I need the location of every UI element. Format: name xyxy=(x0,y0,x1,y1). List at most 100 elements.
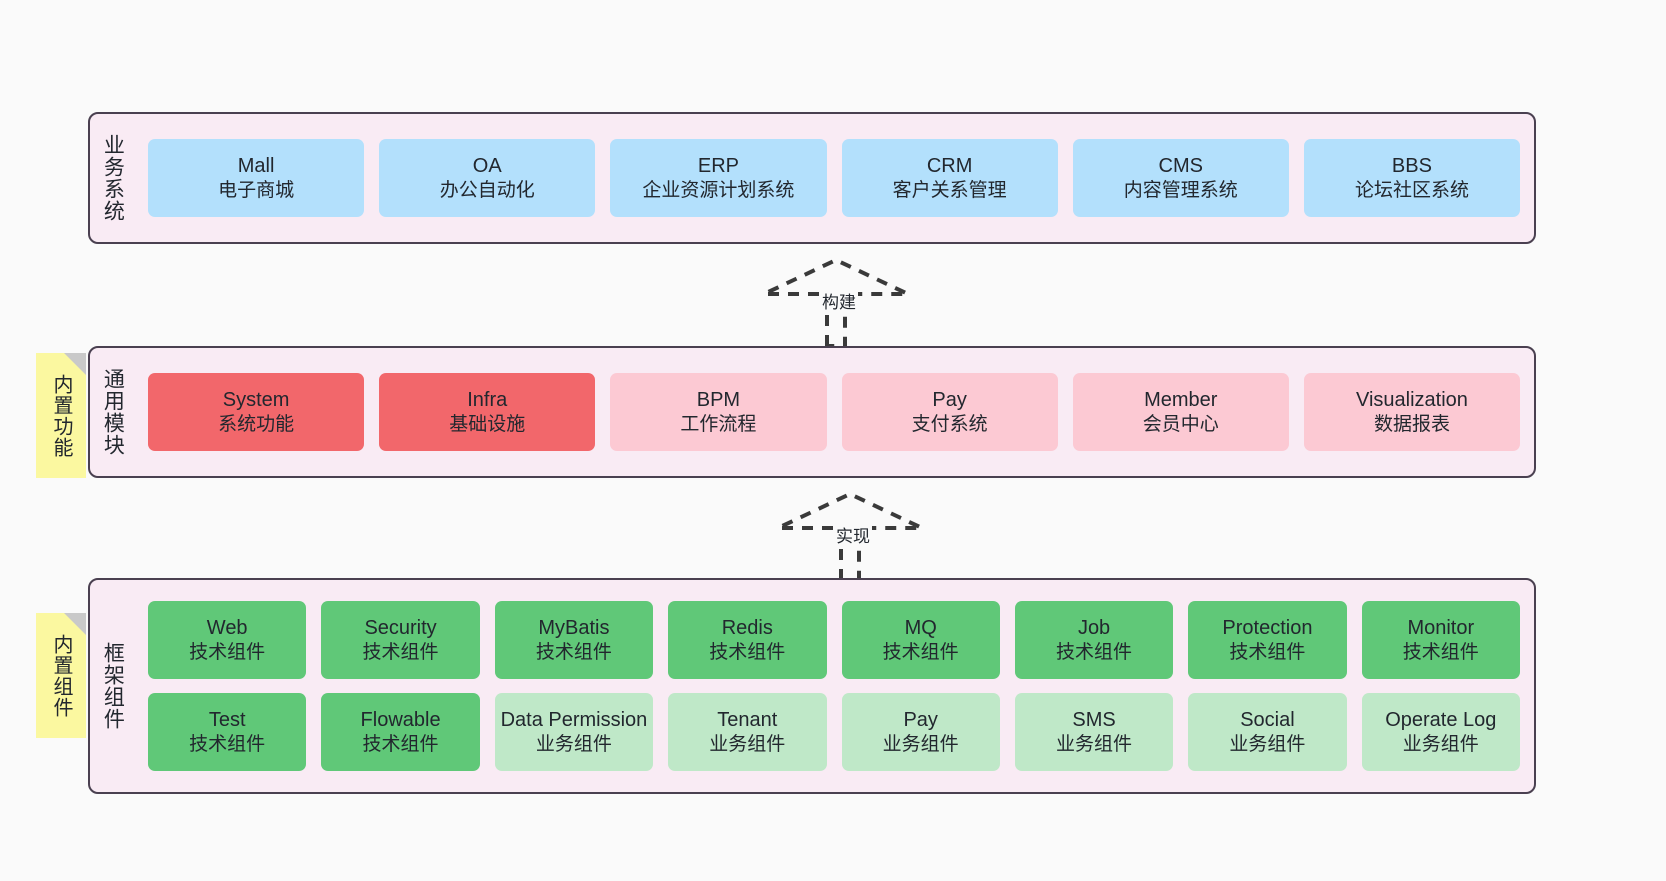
node-tenant-en: Tenant xyxy=(717,709,778,732)
sticky-fold-corner-icon xyxy=(64,353,86,375)
node-infra-en: Infra xyxy=(467,389,508,412)
connector-implement-arrow xyxy=(777,491,923,582)
connector-build-label: 构建 xyxy=(820,288,858,313)
sticky-note-builtin-function[interactable]: 内置功能 xyxy=(36,353,86,478)
connector-build-arrow xyxy=(763,257,909,348)
node-flowable-en: Flowable xyxy=(360,709,441,732)
node-pay-module[interactable]: Pay 支付系统 xyxy=(841,373,1058,451)
framework-business-row: Test 技术组件 Flowable 技术组件 Data Permission … xyxy=(148,693,1520,771)
node-visualization-cn: 数据报表 xyxy=(1373,413,1450,435)
node-mybatis[interactable]: MyBatis 技术组件 xyxy=(494,601,654,679)
layer-business-system-body: Mall 电子商城 OA 办公自动化 ERP 企业资源计划系统 CRM 客户关系… xyxy=(134,114,1534,242)
node-operate-log[interactable]: Operate Log 业务组件 xyxy=(1361,693,1520,771)
node-mq-en: MQ xyxy=(904,617,937,640)
node-infra[interactable]: Infra 基础设施 xyxy=(379,373,596,451)
node-erp-en: ERP xyxy=(697,155,739,178)
node-mall[interactable]: Mall 电子商城 xyxy=(148,139,365,217)
node-data-permission-en: Data Permission xyxy=(500,709,648,732)
node-bpm-en: BPM xyxy=(696,389,741,412)
node-job[interactable]: Job 技术组件 xyxy=(1014,601,1174,679)
node-mybatis-en: MyBatis xyxy=(538,617,610,640)
sticky-note-builtin-component[interactable]: 内置组件 xyxy=(36,613,86,738)
node-pay-component-en: Pay xyxy=(903,709,938,732)
node-system[interactable]: System 系统功能 xyxy=(148,373,365,451)
node-oa[interactable]: OA 办公自动化 xyxy=(379,139,596,217)
node-data-permission-cn: 业务组件 xyxy=(535,733,612,755)
layer-business-system: 业务系统 Mall 电子商城 OA 办公自动化 ERP 企业资源计划系统 CRM xyxy=(88,112,1536,244)
node-oa-cn: 办公自动化 xyxy=(439,179,535,201)
framework-tech-row: Web 技术组件 Security 技术组件 MyBatis 技术组件 Redi… xyxy=(148,601,1520,679)
node-redis[interactable]: Redis 技术组件 xyxy=(668,601,827,679)
node-redis-en: Redis xyxy=(721,617,773,640)
node-monitor[interactable]: Monitor 技术组件 xyxy=(1361,601,1520,679)
node-data-permission[interactable]: Data Permission 业务组件 xyxy=(494,693,654,771)
node-pay-component-cn: 业务组件 xyxy=(882,733,959,755)
node-sms-en: SMS xyxy=(1072,709,1116,732)
node-flowable[interactable]: Flowable 技术组件 xyxy=(321,693,480,771)
node-member[interactable]: Member 会员中心 xyxy=(1072,373,1289,451)
sticky-fold-corner-icon xyxy=(64,613,86,635)
node-system-cn: 系统功能 xyxy=(218,413,295,435)
node-job-cn: 技术组件 xyxy=(1056,641,1133,663)
node-crm[interactable]: CRM 客户关系管理 xyxy=(841,139,1058,217)
connector-build: 构建 xyxy=(752,257,912,350)
node-member-en: Member xyxy=(1144,389,1218,412)
layer-common-module: 通用模块 System 系统功能 Infra 基础设施 BPM 工作流程 Pay xyxy=(88,346,1536,478)
node-system-en: System xyxy=(222,389,290,412)
node-test-en: Test xyxy=(208,709,246,732)
node-erp[interactable]: ERP 企业资源计划系统 xyxy=(610,139,827,217)
node-sms[interactable]: SMS 业务组件 xyxy=(1014,693,1174,771)
layer-framework-component: 框架组件 Web 技术组件 Security 技术组件 MyBatis 技术组件… xyxy=(88,578,1536,794)
node-social-en: Social xyxy=(1240,709,1295,732)
node-member-cn: 会员中心 xyxy=(1142,413,1219,435)
node-security-cn: 技术组件 xyxy=(362,641,439,663)
sticky-note-builtin-function-label: 内置功能 xyxy=(50,373,72,458)
node-social-cn: 业务组件 xyxy=(1229,733,1306,755)
node-flowable-cn: 技术组件 xyxy=(362,733,439,755)
node-cms-en: CMS xyxy=(1158,155,1203,178)
node-protection[interactable]: Protection 技术组件 xyxy=(1188,601,1347,679)
node-mq-cn: 技术组件 xyxy=(882,641,959,663)
node-pay-component[interactable]: Pay 业务组件 xyxy=(841,693,1000,771)
node-test-cn: 技术组件 xyxy=(189,733,266,755)
node-operate-log-cn: 业务组件 xyxy=(1402,733,1479,755)
node-security[interactable]: Security 技术组件 xyxy=(321,601,480,679)
node-cms[interactable]: CMS 内容管理系统 xyxy=(1072,139,1289,217)
layer-common-module-title: 通用模块 xyxy=(101,368,125,456)
node-pay-module-en: Pay xyxy=(932,389,967,412)
node-sms-cn: 业务组件 xyxy=(1056,733,1133,755)
layer-framework-component-body: Web 技术组件 Security 技术组件 MyBatis 技术组件 Redi… xyxy=(134,580,1534,792)
node-web-en: Web xyxy=(206,617,248,640)
node-mall-cn: 电子商城 xyxy=(218,179,295,201)
node-web-cn: 技术组件 xyxy=(189,641,266,663)
node-bbs-en: BBS xyxy=(1391,155,1432,178)
node-mq[interactable]: MQ 技术组件 xyxy=(841,601,1000,679)
node-erp-cn: 企业资源计划系统 xyxy=(642,179,795,201)
node-redis-cn: 技术组件 xyxy=(709,641,786,663)
layer-business-system-title: 业务系统 xyxy=(101,134,125,222)
business-node-row: Mall 电子商城 OA 办公自动化 ERP 企业资源计划系统 CRM 客户关系… xyxy=(148,139,1521,217)
node-tenant[interactable]: Tenant 业务组件 xyxy=(668,693,827,771)
node-protection-cn: 技术组件 xyxy=(1229,641,1306,663)
node-bbs-cn: 论坛社区系统 xyxy=(1354,179,1469,201)
connector-implement: 实现 xyxy=(766,491,926,584)
node-mall-en: Mall xyxy=(237,155,275,178)
node-web[interactable]: Web 技术组件 xyxy=(148,601,307,679)
node-monitor-cn: 技术组件 xyxy=(1402,641,1479,663)
connector-implement-label: 实现 xyxy=(834,522,872,547)
node-security-en: Security xyxy=(364,617,437,640)
node-monitor-en: Monitor xyxy=(1407,617,1475,640)
node-bbs[interactable]: BBS 论坛社区系统 xyxy=(1303,139,1521,217)
node-bpm[interactable]: BPM 工作流程 xyxy=(610,373,827,451)
node-test[interactable]: Test 技术组件 xyxy=(148,693,307,771)
node-bpm-cn: 工作流程 xyxy=(680,413,757,435)
node-social[interactable]: Social 业务组件 xyxy=(1188,693,1347,771)
node-visualization[interactable]: Visualization 数据报表 xyxy=(1303,373,1521,451)
node-crm-cn: 客户关系管理 xyxy=(892,179,1007,201)
node-visualization-en: Visualization xyxy=(1355,389,1468,412)
node-tenant-cn: 业务组件 xyxy=(709,733,786,755)
node-crm-en: CRM xyxy=(926,155,973,178)
node-operate-log-en: Operate Log xyxy=(1385,709,1497,732)
node-infra-cn: 基础设施 xyxy=(449,413,526,435)
